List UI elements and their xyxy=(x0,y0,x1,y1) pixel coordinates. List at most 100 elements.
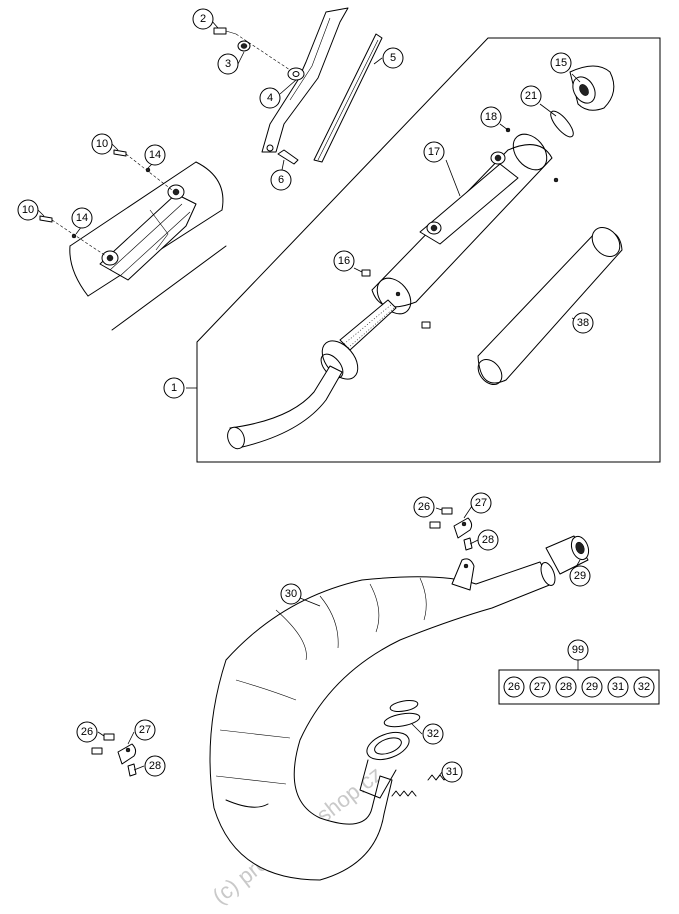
o-ring-part[interactable] xyxy=(547,108,577,140)
callout-26-lower: 26 xyxy=(76,721,98,743)
leader-lines xyxy=(37,19,586,781)
heat-shield-strip-part[interactable] xyxy=(313,33,383,163)
svg-text:14: 14 xyxy=(149,149,161,161)
svg-text:6: 6 xyxy=(278,174,284,186)
callout-38: 38 xyxy=(572,312,594,334)
rivet-18-lower-part[interactable] xyxy=(553,177,559,183)
svg-text:10: 10 xyxy=(96,138,108,150)
svg-text:38: 38 xyxy=(577,317,589,329)
screw-26-upper-part[interactable] xyxy=(429,507,453,529)
callout-26-upper: 26 xyxy=(413,496,435,518)
silencer-packing-part[interactable] xyxy=(473,222,625,389)
callout-31: 31 xyxy=(441,761,463,783)
kit-99-item-26: 26 xyxy=(503,676,525,698)
svg-text:5: 5 xyxy=(390,52,396,64)
perforated-tube-part[interactable] xyxy=(339,299,397,351)
kit-99-box xyxy=(498,669,660,705)
callout-32: 32 xyxy=(422,723,444,745)
svg-text:21: 21 xyxy=(525,90,537,102)
screw-16b-part[interactable] xyxy=(421,321,431,329)
callout-17: 17 xyxy=(423,141,445,163)
callout-14-upper: 14 xyxy=(144,144,166,166)
callout-4: 4 xyxy=(259,87,281,109)
svg-text:17: 17 xyxy=(428,146,440,158)
screw-26-lower-part[interactable] xyxy=(91,733,115,755)
frame-tube-clamps-part[interactable] xyxy=(69,161,227,331)
svg-text:99: 99 xyxy=(572,644,584,656)
callout-10-lower: 10 xyxy=(17,199,39,221)
callout-18: 18 xyxy=(480,106,502,128)
washer-14-upper-part[interactable] xyxy=(145,167,151,173)
svg-text:27: 27 xyxy=(534,681,546,693)
clip-28-upper-part[interactable] xyxy=(463,537,473,551)
svg-text:29: 29 xyxy=(574,570,586,582)
silencer-bracket-part[interactable] xyxy=(261,7,349,153)
callout-28-upper: 28 xyxy=(477,529,499,551)
bolt-axis-line xyxy=(235,33,291,71)
screw-16-part[interactable] xyxy=(361,269,371,277)
header-pipe-part[interactable] xyxy=(209,558,558,881)
callout-28-lower: 28 xyxy=(144,755,166,777)
callout-29: 29 xyxy=(569,565,591,587)
svg-text:28: 28 xyxy=(560,681,572,693)
svg-text:14: 14 xyxy=(76,212,88,224)
callout-21: 21 xyxy=(520,85,542,107)
callout-14-lower: 14 xyxy=(71,207,93,229)
bracket-27-lower-part[interactable] xyxy=(117,743,137,765)
svg-text:32: 32 xyxy=(638,681,650,693)
svg-text:18: 18 xyxy=(485,111,497,123)
callout-6: 6 xyxy=(270,169,292,191)
svg-text:29: 29 xyxy=(586,681,598,693)
svg-text:15: 15 xyxy=(555,57,567,69)
end-cap-part[interactable] xyxy=(568,65,615,111)
washer-14-lower-part[interactable] xyxy=(71,233,77,239)
svg-text:4: 4 xyxy=(267,92,273,104)
silencer-body-part[interactable] xyxy=(370,128,553,321)
callout-2: 2 xyxy=(192,8,214,30)
svg-text:32: 32 xyxy=(427,728,439,740)
svg-text:27: 27 xyxy=(139,724,151,736)
callout-1: 1 xyxy=(163,377,185,399)
washer-3-part[interactable] xyxy=(237,40,251,52)
svg-text:3: 3 xyxy=(225,58,231,70)
spring-31-left-part[interactable] xyxy=(391,790,417,797)
svg-text:27: 27 xyxy=(475,497,487,509)
callout-30: 30 xyxy=(280,583,302,605)
svg-text:26: 26 xyxy=(81,726,93,738)
kit-99-item-31: 31 xyxy=(607,676,629,698)
svg-text:16: 16 xyxy=(338,255,350,267)
bolt-2-part[interactable] xyxy=(213,27,237,35)
o-ring-32-upper-part[interactable] xyxy=(383,699,421,729)
kit-99-item-32: 32 xyxy=(633,676,655,698)
callout-15: 15 xyxy=(550,52,572,74)
svg-text:10: 10 xyxy=(22,204,34,216)
svg-text:26: 26 xyxy=(508,681,520,693)
silencer-inlet-pipe-part[interactable] xyxy=(225,365,343,451)
callout-16: 16 xyxy=(333,250,355,272)
kit-99-item-28: 28 xyxy=(555,676,577,698)
clip-28-lower-part[interactable] xyxy=(127,763,137,777)
svg-text:28: 28 xyxy=(482,534,494,546)
svg-text:28: 28 xyxy=(149,760,161,772)
callout-99: 99 xyxy=(567,639,589,661)
svg-text:31: 31 xyxy=(612,681,624,693)
bracket-27-upper-part[interactable] xyxy=(453,517,473,539)
svg-text:31: 31 xyxy=(446,766,458,778)
callout-27-upper: 27 xyxy=(470,492,492,514)
kit-99-item-29: 29 xyxy=(581,676,603,698)
screw-6-part[interactable] xyxy=(277,149,299,165)
callout-10-upper: 10 xyxy=(91,133,113,155)
kit-99-item-27: 27 xyxy=(529,676,551,698)
callout-3: 3 xyxy=(217,53,239,75)
exhaust-flange-part[interactable] xyxy=(359,727,413,799)
silencer-assembly-frame xyxy=(196,37,661,463)
callout-5: 5 xyxy=(382,47,404,69)
svg-text:30: 30 xyxy=(285,588,297,600)
callout-27-lower: 27 xyxy=(134,719,156,741)
bolt-10-upper-part[interactable] xyxy=(113,149,173,191)
bolt-10-lower-part[interactable] xyxy=(39,215,107,257)
svg-text:1: 1 xyxy=(171,382,177,394)
svg-text:26: 26 xyxy=(418,501,430,513)
svg-text:2: 2 xyxy=(200,13,206,25)
